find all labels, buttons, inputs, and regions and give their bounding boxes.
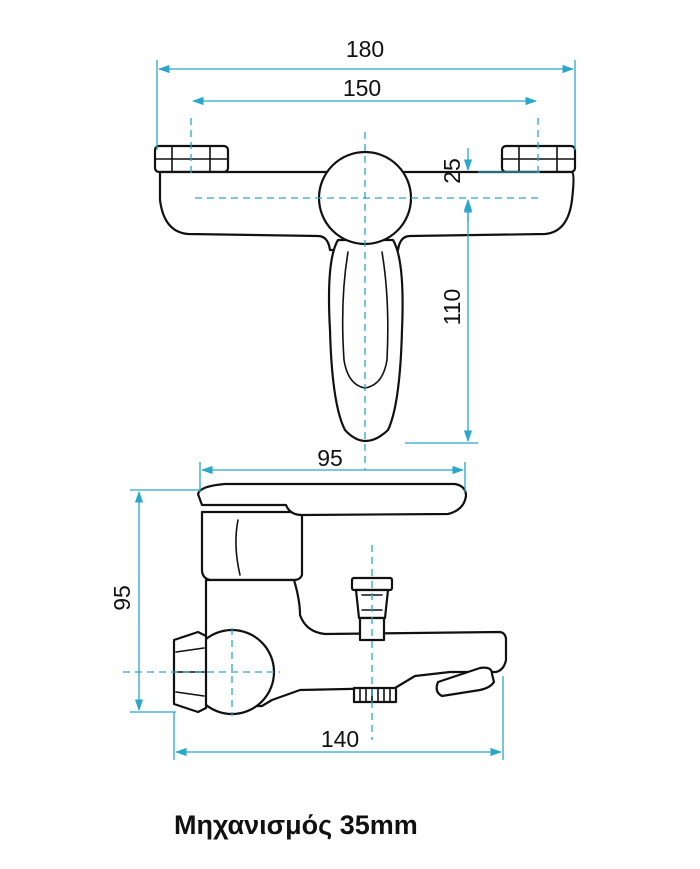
hose-outlet: [352, 686, 398, 704]
top-view: 180 150 25 110: [153, 36, 577, 470]
spout-aerator: [435, 666, 496, 698]
caption-text: Μηχανισμός 35mm: [174, 810, 418, 840]
dim-connection-spacing: 150: [343, 75, 381, 101]
dim-lever-length: 110: [439, 289, 465, 326]
dim-side-height: 95: [109, 585, 135, 611]
side-handle: [196, 482, 468, 517]
side-mixer-body: [204, 578, 508, 708]
side-view: 95 95 140: [109, 445, 508, 760]
cartridge-body: [200, 510, 304, 582]
handle-lever: [327, 238, 404, 443]
dim-body-height: 25: [439, 158, 465, 184]
dim-lever-depth: 95: [317, 445, 343, 471]
dim-overall-width: 180: [346, 36, 384, 62]
dim-spout-length: 140: [321, 726, 359, 752]
